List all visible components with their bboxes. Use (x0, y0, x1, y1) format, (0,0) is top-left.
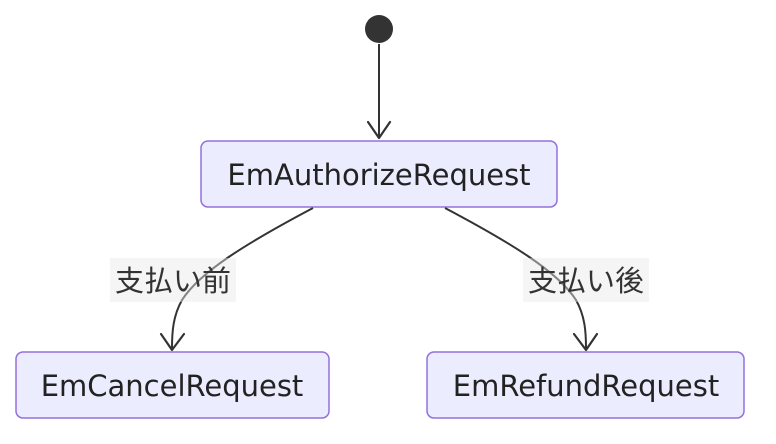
state-box (200, 140, 558, 208)
state-em-cancel-request[interactable]: EmCancelRequest (15, 351, 330, 419)
state-label: EmAuthorizeRequest (227, 158, 530, 192)
transition-authorize-to-cancel: 支払い前 (110, 207, 314, 352)
transition-start-to-authorize (366, 44, 392, 140)
state-label: EmCancelRequest (41, 369, 304, 403)
transition-authorize-to-refund: 支払い後 (444, 207, 649, 352)
state-box (15, 351, 330, 419)
edge-line (444, 207, 587, 349)
arrowhead-icon (366, 120, 392, 140)
state-box (426, 351, 745, 419)
arrowhead-icon (159, 332, 186, 352)
edge-label: 支払い後 (528, 264, 644, 298)
start-node (365, 15, 393, 43)
edge-line (171, 207, 314, 349)
state-label: EmRefundRequest (453, 369, 719, 403)
edge-label-background (110, 258, 236, 302)
arrowhead-icon (572, 332, 599, 352)
edge-label: 支払い前 (115, 264, 231, 298)
state-em-refund-request[interactable]: EmRefundRequest (426, 351, 745, 419)
state-em-authorize-request[interactable]: EmAuthorizeRequest (200, 140, 558, 208)
edge-label-background (523, 258, 649, 302)
